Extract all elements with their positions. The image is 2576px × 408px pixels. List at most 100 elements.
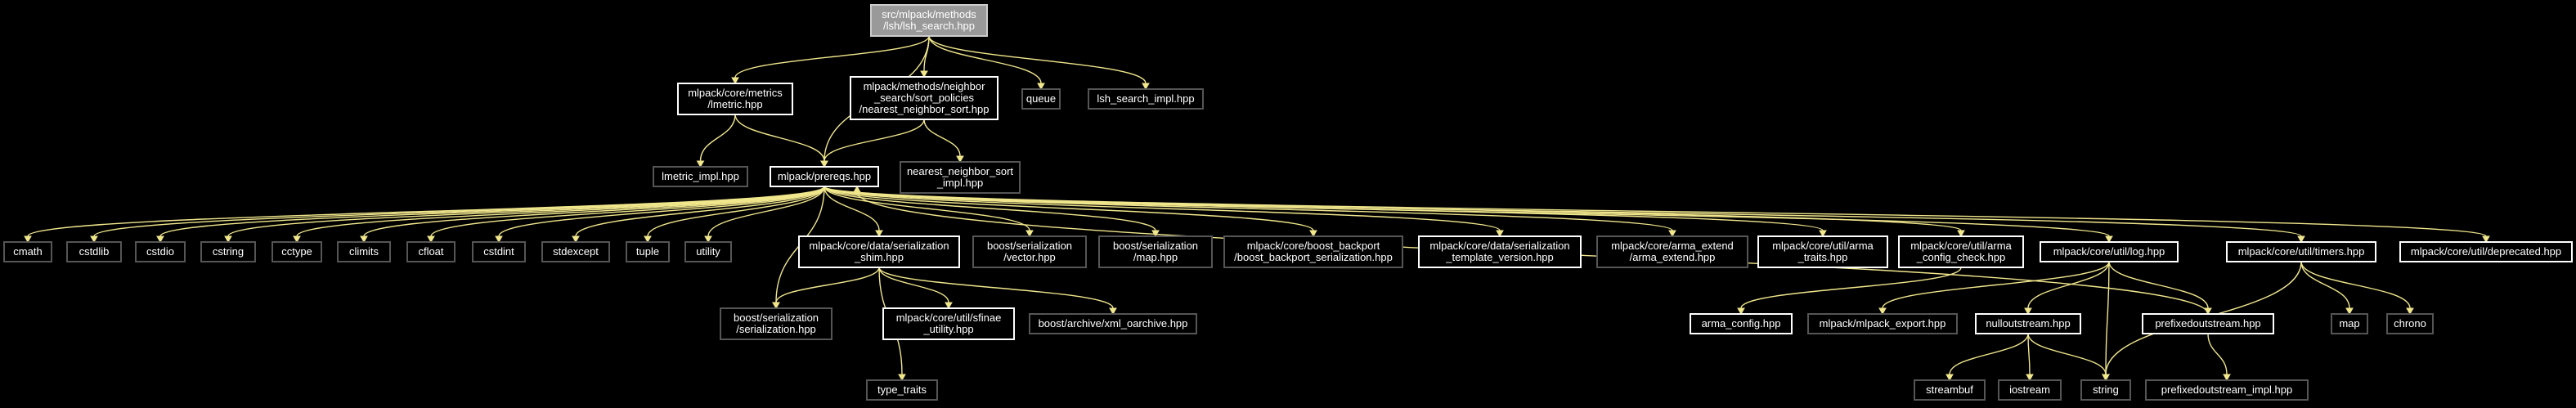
arrow-head (1309, 230, 1317, 238)
node-box (850, 76, 999, 120)
node-box (1418, 235, 1582, 268)
edge-root-to-lmetric (734, 35, 930, 78)
node-armacc[interactable]: mlpack/core/util/arma_config_check.hpp (1898, 235, 2024, 268)
node-box (272, 241, 322, 262)
node-box (882, 307, 1015, 340)
node-label: /boost_backport_serialization.hpp (1234, 251, 1393, 263)
arrow-head (427, 235, 435, 244)
node-armaconfig[interactable]: arma_config.hpp (1690, 313, 1793, 334)
node-lmetric[interactable]: mlpack/core/metrics/lmetric.hpp (677, 83, 793, 115)
node-chrono[interactable]: chrono (2386, 313, 2434, 334)
node-iostream[interactable]: iostream (1998, 379, 2062, 401)
node-cfloat[interactable]: cfloat (406, 241, 456, 262)
node-box (798, 235, 960, 268)
node-xml[interactable]: boost/archive/xml_oarchive.hpp (1029, 313, 1197, 334)
edge-log-to-export (1882, 261, 2110, 309)
node-cctype[interactable]: cctype (272, 241, 322, 262)
node-cstring[interactable]: cstring (200, 241, 256, 262)
edge-nns-to-nnsimpl (923, 119, 961, 157)
node-box (337, 241, 391, 262)
node-label: _shim.hpp (854, 251, 904, 263)
node-box (1898, 235, 2024, 268)
node-backport[interactable]: mlpack/core/boost_backport/boost_backpor… (1223, 235, 1403, 268)
node-box (3, 241, 52, 262)
arrow-head (2026, 374, 2034, 382)
arrow-head (1037, 83, 1045, 91)
node-string[interactable]: string (2080, 379, 2131, 401)
node-nullout[interactable]: nulloutstream.hpp (1975, 313, 2081, 334)
node-box (1975, 313, 2081, 334)
arrow-head (772, 302, 780, 310)
arrow-head (696, 160, 705, 168)
node-root[interactable]: src/mlpack/methods/lsh/lsh_search.hpp (870, 4, 988, 37)
node-box (2399, 241, 2573, 262)
node-stdexcept[interactable]: stdexcept (541, 241, 610, 262)
edge-prereqs-to-log (824, 186, 2110, 237)
node-prefixed[interactable]: prefixedoutstream.hpp (2142, 313, 2274, 334)
node-nns[interactable]: mlpack/methods/neighbor_search/sort_poli… (850, 76, 999, 120)
node-tuple[interactable]: tuple (626, 241, 670, 262)
node-utility[interactable]: utility (684, 241, 732, 262)
node-box (1021, 88, 1061, 110)
arrow-head (731, 77, 739, 85)
edge-root-to-nns (923, 35, 930, 72)
node-stv[interactable]: mlpack/core/data/serialization_template_… (1418, 235, 1582, 268)
node-log[interactable]: mlpack/core/util/log.hpp (2040, 241, 2179, 262)
edge-prereqs-to-deprecated (824, 186, 2487, 237)
node-label: src/mlpack/methods (882, 8, 976, 20)
edge-nns-to-prereqs (824, 119, 925, 162)
node-cstdio[interactable]: cstdio (135, 241, 186, 262)
node-queue[interactable]: queue (1021, 88, 1061, 110)
node-box (66, 241, 122, 262)
node-cmath[interactable]: cmath (3, 241, 52, 262)
edge-timers-to-chrono (2300, 261, 2411, 309)
edge-timers-to-map (2300, 261, 2350, 309)
arrow-head (1496, 230, 1504, 238)
node-bser[interactable]: boost/serialization/serialization.hpp (720, 307, 832, 340)
arrow-head (2105, 235, 2113, 244)
node-climits[interactable]: climits (337, 241, 391, 262)
node-lmetricimpl[interactable]: lmetric_impl.hpp (653, 166, 748, 187)
arrow-head (1957, 230, 1965, 238)
node-label: mlpack/core/util/log.hpp (2053, 245, 2165, 258)
node-deprecated[interactable]: mlpack/core/util/deprecated.hpp (2399, 241, 2573, 262)
edge-log-to-nullout (2027, 261, 2110, 309)
node-export[interactable]: mlpack/mlpack_export.hpp (1807, 313, 1958, 334)
node-label: boost/serialization (1113, 240, 1198, 252)
arrow-head (1878, 307, 1887, 316)
node-bmap[interactable]: boost/serialization/map.hpp (1098, 235, 1213, 268)
node-armatraits[interactable]: mlpack/core/util/arma_traits.hpp (1757, 235, 1888, 268)
node-streambuf[interactable]: streambuf (1914, 379, 1986, 401)
node-bvector[interactable]: boost/serialization/vector.hpp (972, 235, 1087, 268)
node-label: mlpack/core/util/deprecated.hpp (2411, 245, 2561, 258)
node-label: mlpack/core/util/timers.hpp (2238, 245, 2365, 258)
node-prereqs[interactable]: mlpack/prereqs.hpp (770, 166, 879, 187)
node-box (1807, 313, 1958, 334)
node-label: map (2339, 317, 2359, 330)
arrow-head (898, 374, 906, 382)
node-shim[interactable]: mlpack/core/data/serialization_shim.hpp (798, 235, 960, 268)
node-map[interactable]: map (2331, 313, 2368, 334)
arrow-head (2406, 307, 2414, 316)
node-prefixedimpl[interactable]: prefixedoutstream_impl.hpp (2145, 379, 2309, 401)
edge-prereqs-to-timers (824, 186, 2302, 237)
edge-shim-to-sfinae (878, 267, 949, 303)
edge-prereqs-to-stdexcept (575, 186, 825, 237)
node-sfinae[interactable]: mlpack/core/util/sfinae_utility.hpp (882, 307, 1015, 340)
node-cstdlib[interactable]: cstdlib (66, 241, 122, 262)
node-timers[interactable]: mlpack/core/util/timers.hpp (2226, 241, 2376, 262)
arrow-head (2482, 235, 2490, 244)
node-cstdint[interactable]: cstdint (472, 241, 526, 262)
arrow-head (644, 235, 652, 244)
node-box (653, 166, 748, 187)
node-label: /serialization.hpp (736, 323, 816, 335)
node-armaext[interactable]: mlpack/core/arma_extend/arma_extend.hpp (1596, 235, 1748, 268)
node-label: _template_version.hpp (1445, 251, 1554, 263)
node-box (2080, 379, 2131, 401)
node-typetraits[interactable]: type_traits (866, 379, 938, 401)
node-lshimpl[interactable]: lsh_search_impl.hpp (1088, 88, 1204, 110)
node-label: climits (349, 245, 379, 258)
node-nnsimpl[interactable]: nearest_neighbor_sort_impl.hpp (900, 161, 1021, 194)
arrow-head (2345, 307, 2354, 316)
